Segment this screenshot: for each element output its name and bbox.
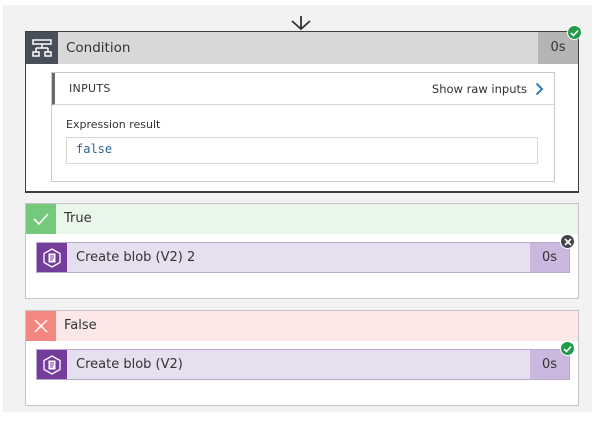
show-raw-inputs-label: Show raw inputs bbox=[431, 82, 527, 96]
condition-title: Condition bbox=[66, 40, 131, 56]
action-succeeded-badge bbox=[560, 341, 575, 356]
checkmark-icon bbox=[26, 204, 56, 234]
condition-card[interactable]: Condition 0s INPUTS Show raw inputs Expr… bbox=[25, 31, 579, 193]
close-circle-icon bbox=[563, 237, 572, 246]
false-branch-title: False bbox=[64, 318, 97, 333]
true-branch-title: True bbox=[64, 211, 92, 226]
show-raw-inputs-link[interactable]: Show raw inputs bbox=[432, 73, 544, 105]
false-branch: False Create blob (V2) 0s bbox=[25, 310, 579, 406]
action-skipped-badge bbox=[560, 234, 575, 249]
inputs-header: INPUTS Show raw inputs bbox=[52, 73, 554, 105]
inputs-heading: INPUTS bbox=[69, 82, 111, 95]
true-branch: True Create blob (V2) 2 0s bbox=[25, 203, 579, 299]
x-icon bbox=[26, 311, 56, 341]
run-history-canvas: Condition 0s INPUTS Show raw inputs Expr… bbox=[3, 5, 592, 412]
action-duration: 0s bbox=[530, 243, 569, 272]
action-card-create-blob-2[interactable]: Create blob (V2) 2 0s bbox=[36, 242, 570, 273]
false-branch-header[interactable]: False bbox=[26, 311, 578, 341]
expression-result-value: false bbox=[66, 137, 538, 164]
inputs-panel: INPUTS Show raw inputs Expression result… bbox=[51, 72, 555, 182]
check-circle-icon bbox=[570, 29, 579, 37]
chevron-right-icon bbox=[535, 82, 544, 96]
expression-result-label: Expression result bbox=[66, 118, 161, 131]
condition-succeeded-badge bbox=[567, 25, 582, 40]
action-card-create-blob[interactable]: Create blob (V2) 0s bbox=[36, 349, 570, 380]
true-branch-header[interactable]: True bbox=[26, 204, 578, 234]
condition-icon bbox=[26, 32, 58, 64]
action-title: Create blob (V2) 2 bbox=[76, 250, 196, 265]
condition-header[interactable]: Condition 0s bbox=[26, 32, 578, 64]
action-title: Create blob (V2) bbox=[76, 357, 183, 372]
check-circle-icon bbox=[563, 345, 572, 353]
blob-storage-icon bbox=[37, 243, 67, 272]
arrow-down-icon bbox=[291, 16, 311, 31]
blob-storage-icon bbox=[37, 350, 67, 379]
